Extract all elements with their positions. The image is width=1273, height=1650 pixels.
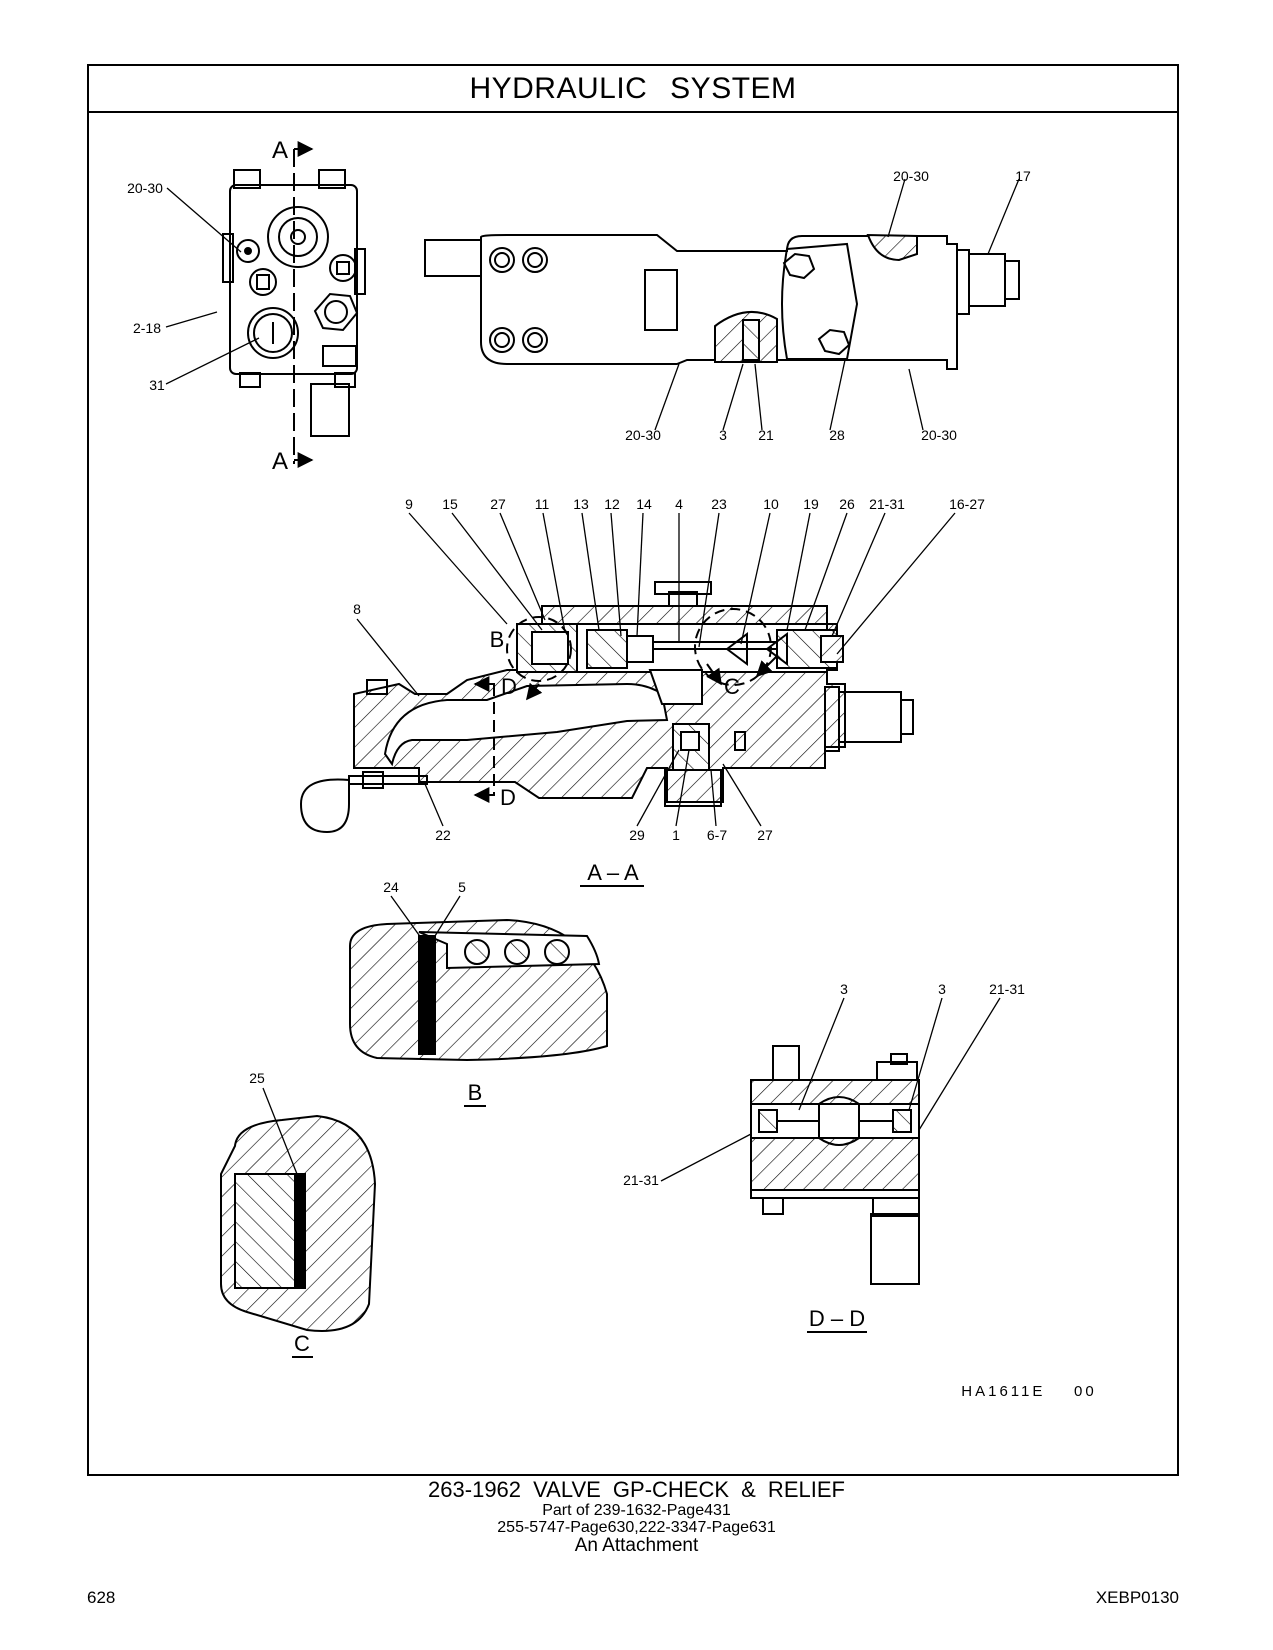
caption-part-title: 263-1962 VALVE GP-CHECK & RELIEF [428, 1477, 845, 1502]
callout-label: 12 [604, 496, 620, 512]
caption: 263-1962 VALVE GP-CHECK & RELIEF Part of… [0, 1478, 1273, 1556]
document-id: XEBP0130 [1095, 1588, 1179, 1607]
callout-label: 21 [758, 427, 774, 443]
page-number: 628 [87, 1588, 116, 1607]
callout-label: 14 [636, 496, 652, 512]
callout-label: 3 [719, 427, 727, 443]
callout-label: 6-7 [707, 827, 727, 843]
view-label: A – A [587, 860, 639, 885]
section-d-d [660, 997, 1001, 1333]
callout-label: 26 [839, 496, 855, 512]
callout-label: 16-27 [949, 496, 985, 512]
detail-letter: B [490, 627, 505, 652]
detail-letter: D [501, 674, 517, 699]
view-label: C [294, 1331, 310, 1356]
detail-c [220, 1087, 377, 1358]
callout-label: 20-30 [921, 427, 957, 443]
callout-label: 20-30 [625, 427, 661, 443]
callout-label: 4 [675, 496, 683, 512]
view-label: B [468, 1080, 483, 1105]
end-view [165, 141, 366, 468]
detail-letter: C [724, 674, 740, 699]
callout-label: 23 [711, 496, 727, 512]
view-label: D – D [809, 1306, 865, 1331]
callout-label: 15 [442, 496, 458, 512]
callout-label: 27 [757, 827, 773, 843]
caption-attachment: An Attachment [574, 1535, 699, 1556]
callout-label: 21-31 [869, 496, 905, 512]
callout-label: 24 [383, 879, 399, 895]
illustration-id: HA1611E 00 [961, 1383, 1096, 1400]
callout-label: 10 [763, 496, 779, 512]
callout-label: 2-18 [133, 320, 161, 336]
callout-label: 28 [829, 427, 845, 443]
callout-label: 3 [840, 981, 848, 997]
callout-label: 22 [435, 827, 451, 843]
detail-letter: D [500, 785, 516, 810]
page-title: HYDRAULIC SYSTEM [469, 71, 797, 105]
parts-diagram: 20-30 2-18 31 A A 20-30 17 20-30 3 21 28… [127, 137, 1096, 1400]
callout-label: 27 [490, 496, 506, 512]
section-mark-label: A [272, 137, 288, 164]
callout-label: 21-31 [623, 1172, 659, 1188]
callout-label: 29 [629, 827, 645, 843]
callout-label: 5 [458, 879, 466, 895]
callout-label: 11 [535, 496, 550, 512]
callout-label: 17 [1015, 168, 1031, 184]
top-view [424, 178, 1020, 431]
callout-label: 8 [353, 601, 361, 617]
callout-label: 31 [149, 377, 165, 393]
caption-page-refs: 255-5747-Page630,222-3347-Page631 [497, 1519, 776, 1536]
callout-label: 1 [672, 827, 680, 843]
page-frame: HYDRAULIC SYSTEM [87, 64, 1179, 1476]
callout-label: 13 [573, 496, 589, 512]
detail-b [349, 895, 608, 1107]
callout-label: 20-30 [893, 168, 929, 184]
callout-label: 21-31 [989, 981, 1025, 997]
callout-label: 3 [938, 981, 946, 997]
section-mark-label: A [272, 448, 288, 475]
callout-label: 19 [803, 496, 819, 512]
caption-part-of: Part of 239-1632-Page431 [542, 1502, 731, 1519]
callout-label: 9 [405, 496, 413, 512]
title-bar: HYDRAULIC SYSTEM [89, 66, 1177, 113]
callout-label: 25 [249, 1070, 265, 1086]
section-a-a [299, 512, 956, 887]
callout-label: 20-30 [127, 180, 163, 196]
